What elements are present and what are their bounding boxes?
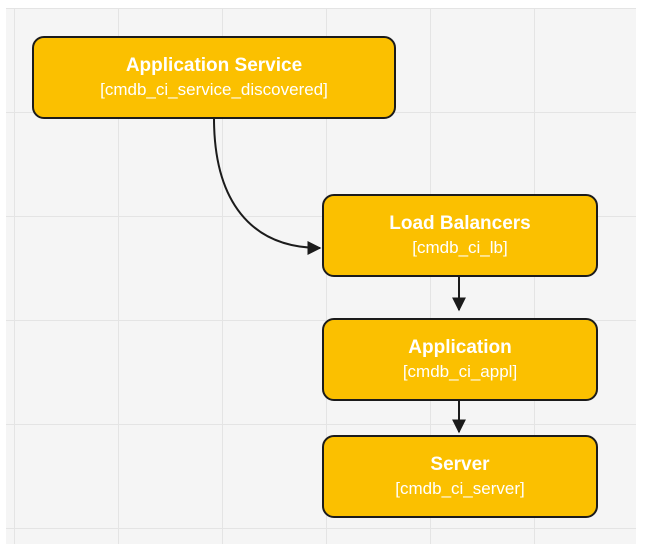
node-subtitle: [cmdb_ci_service_discovered]	[100, 79, 328, 99]
node-application[interactable]: Application [cmdb_ci_appl]	[322, 318, 598, 401]
node-subtitle: [cmdb_ci_appl]	[402, 361, 518, 381]
node-application-service[interactable]: Application Service [cmdb_ci_service_dis…	[32, 36, 396, 119]
node-title: Application	[408, 336, 512, 358]
node-title: Load Balancers	[389, 212, 531, 234]
edge-application-service-to-load-balancers	[213, 117, 322, 255]
node-subtitle: [cmdb_ci_server]	[395, 478, 525, 498]
node-title: Application Service	[125, 54, 303, 76]
node-load-balancers[interactable]: Load Balancers [cmdb_ci_lb]	[322, 194, 598, 277]
node-server[interactable]: Server [cmdb_ci_server]	[322, 435, 598, 518]
node-subtitle: [cmdb_ci_lb]	[412, 237, 508, 257]
node-title: Server	[430, 453, 490, 475]
